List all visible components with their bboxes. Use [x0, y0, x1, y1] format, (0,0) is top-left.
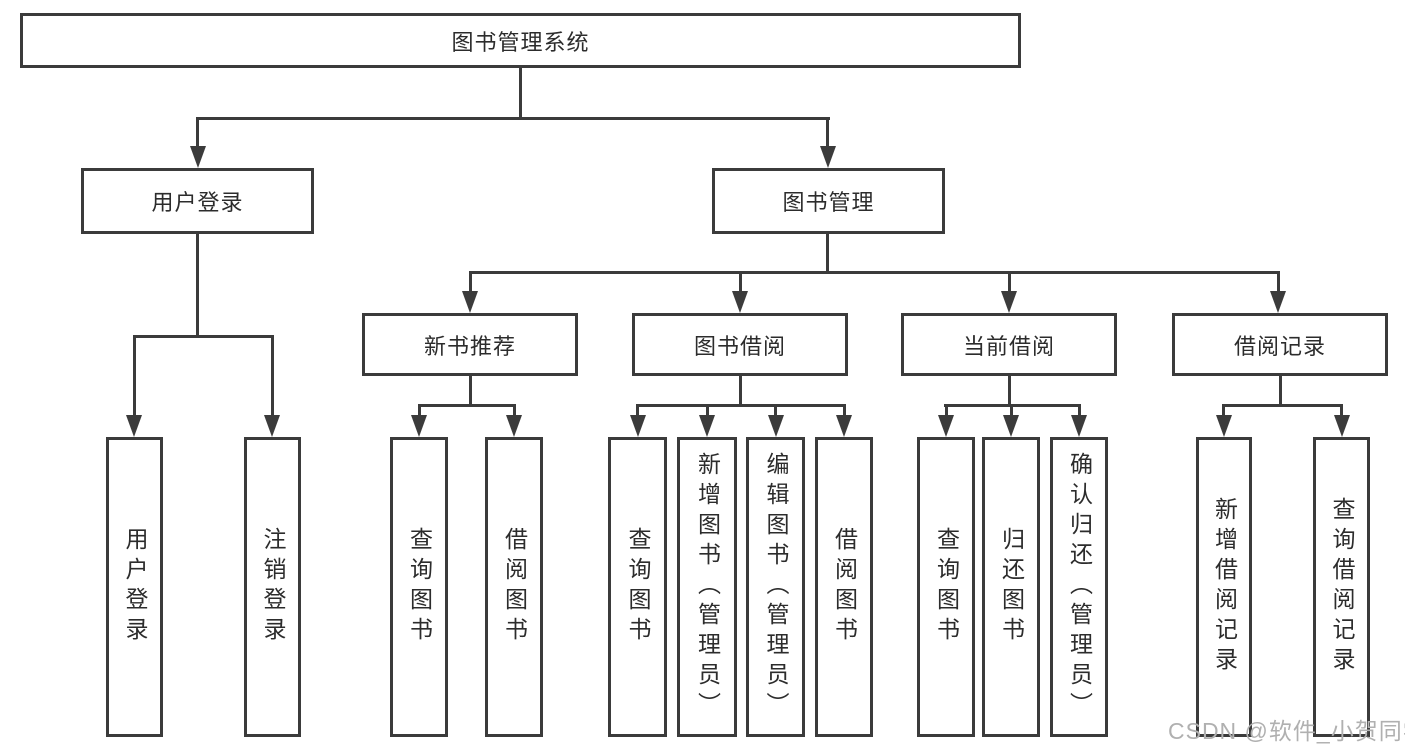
node-logout: 注销登录: [244, 437, 301, 737]
node-label: 查询图书: [625, 527, 651, 647]
node-bb-add-books-admin: 新增图书（管理员）: [677, 437, 737, 737]
connector-bookmgmt-trunk: [826, 234, 829, 274]
connector-level3-hline: [469, 271, 1280, 274]
node-current-borrowing: 当前借阅: [901, 313, 1117, 376]
node-label: 用户登录: [151, 190, 244, 215]
arrow-down-icon: [699, 415, 715, 437]
arrow-down-icon: [630, 415, 646, 437]
node-borrowing-records: 借阅记录: [1172, 313, 1388, 376]
node-cb-query-books: 查询图书: [917, 437, 975, 737]
connector-shaft: [271, 335, 274, 417]
node-label: 注销登录: [260, 527, 286, 647]
connector-shaft: [418, 404, 421, 417]
arrow-down-icon: [1216, 415, 1232, 437]
node-library-management-system: 图书管理系统: [20, 13, 1021, 68]
node-nbr-query-books: 查询图书: [390, 437, 448, 737]
node-label: 查询图书: [933, 527, 960, 647]
node-label: 新书推荐: [423, 333, 516, 359]
node-new-book-recommendation: 新书推荐: [362, 313, 578, 376]
node-bb-query-books: 查询图书: [608, 437, 667, 737]
connector-shaft: [1008, 271, 1011, 293]
node-book-management: 图书管理: [712, 168, 945, 234]
arrow-down-icon: [938, 415, 954, 437]
node-nbr-borrow-books: 借阅图书: [485, 437, 543, 737]
connector-shaft: [196, 117, 199, 149]
node-label: 确认归还（管理员）: [1066, 452, 1093, 722]
connector-trunk: [1008, 376, 1011, 407]
arrow-down-icon: [768, 415, 784, 437]
connector-shaft: [469, 271, 472, 293]
connector-hline: [1222, 404, 1343, 407]
connector-hline: [636, 404, 846, 407]
node-bb-borrow-books: 借阅图书: [815, 437, 873, 737]
connector-userlogin-trunk: [196, 234, 199, 338]
connector-trunk: [469, 376, 472, 407]
connector-shaft: [945, 404, 948, 417]
connector-shaft: [706, 404, 709, 417]
node-label: 图书管理: [782, 190, 875, 215]
connector-shaft: [513, 404, 516, 417]
node-label: 当前借阅: [962, 333, 1055, 359]
arrow-down-icon: [1334, 415, 1350, 437]
connector-trunk: [1279, 376, 1282, 407]
watermark: CSDN @软件_小贺同学: [1168, 718, 1405, 744]
connector-shaft: [739, 271, 742, 293]
connector-shaft: [1222, 404, 1225, 417]
connector-level2-hline: [196, 117, 830, 120]
node-label: 编辑图书（管理员）: [763, 452, 789, 722]
connector-trunk: [739, 376, 742, 407]
node-label: 新增图书（管理员）: [694, 452, 721, 722]
node-cb-return-books: 归还图书: [982, 437, 1040, 737]
node-label: 图书管理系统: [451, 29, 590, 55]
arrow-down-icon: [836, 415, 852, 437]
arrow-down-icon: [1001, 291, 1017, 313]
node-label: 借阅图书: [501, 527, 528, 647]
arrow-down-icon: [1071, 415, 1087, 437]
connector-shaft: [1010, 404, 1013, 417]
connector-shaft: [774, 404, 777, 417]
connector-shaft: [826, 117, 829, 149]
arrow-down-icon: [190, 146, 206, 168]
node-br-query-record: 查询借阅记录: [1313, 437, 1370, 737]
node-label: 图书借阅: [693, 333, 786, 359]
arrow-down-icon: [126, 415, 142, 437]
arrow-down-icon: [506, 415, 522, 437]
connector-shaft: [636, 404, 639, 417]
node-label: 借阅记录: [1233, 333, 1326, 359]
node-user-login-action: 用户登录: [106, 437, 163, 737]
arrow-down-icon: [411, 415, 427, 437]
node-label: 新增借阅记录: [1211, 497, 1238, 677]
node-label: 用户登录: [122, 527, 148, 647]
arrow-down-icon: [732, 291, 748, 313]
connector-root-trunk: [519, 66, 522, 118]
node-label: 查询借阅记录: [1329, 497, 1355, 677]
node-br-add-record: 新增借阅记录: [1196, 437, 1252, 737]
arrow-down-icon: [1003, 415, 1019, 437]
arrow-down-icon: [462, 291, 478, 313]
node-user-login: 用户登录: [81, 168, 314, 234]
node-bb-edit-books-admin: 编辑图书（管理员）: [746, 437, 805, 737]
arrow-down-icon: [1270, 291, 1286, 313]
arrow-down-icon: [264, 415, 280, 437]
node-cb-confirm-return-admin: 确认归还（管理员）: [1050, 437, 1108, 737]
connector-hline: [418, 404, 516, 407]
node-label: 借阅图书: [831, 527, 858, 647]
connector-userlogin-hline: [133, 335, 274, 338]
connector-shaft: [843, 404, 846, 417]
connector-shaft: [1277, 271, 1280, 293]
connector-shaft: [1078, 404, 1081, 417]
node-label: 归还图书: [998, 527, 1025, 647]
node-label: 查询图书: [406, 527, 433, 647]
node-book-borrowing: 图书借阅: [632, 313, 848, 376]
connector-shaft: [1340, 404, 1343, 417]
arrow-down-icon: [820, 146, 836, 168]
connector-shaft: [133, 335, 136, 417]
